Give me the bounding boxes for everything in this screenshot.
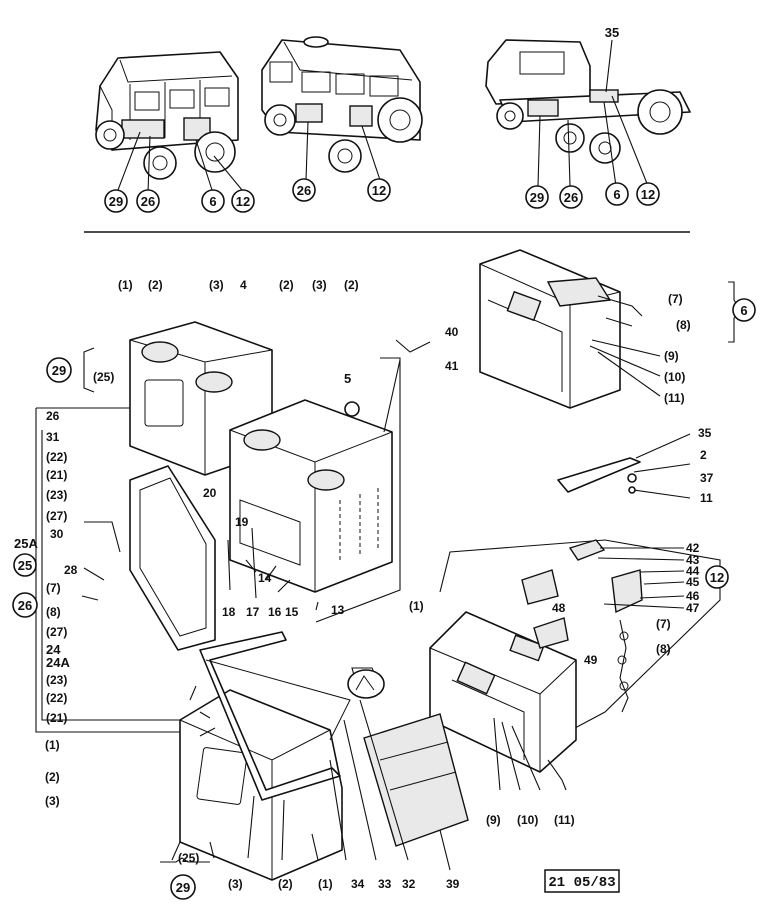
- callout-26: 26: [564, 190, 578, 205]
- left-box-group: 29 25 26 (1) (2) (3) 4 (2) (3) (2) 40 41…: [12, 278, 459, 733]
- label-8: (8): [656, 642, 671, 656]
- label-11: (11): [554, 813, 575, 827]
- label-32: 32: [402, 877, 416, 891]
- label-28: 28: [64, 563, 78, 577]
- label-2: 2: [700, 448, 707, 462]
- vehicle-1: 29 26 6 12: [95, 51, 255, 213]
- label-10: (10): [664, 370, 685, 384]
- label-7: (7): [668, 292, 683, 306]
- callout-25: 25: [18, 558, 32, 573]
- label-1: (1): [45, 738, 60, 752]
- label-22: (22): [46, 450, 67, 464]
- vehicle-3: 35 29 26 6 12: [485, 25, 691, 209]
- label-2: (2): [148, 278, 163, 292]
- label-30: 30: [50, 527, 64, 541]
- label-26: 26: [46, 409, 60, 423]
- label-5: 5: [344, 371, 351, 386]
- label-11b: 11: [700, 491, 713, 505]
- label-15: 15: [285, 605, 299, 619]
- label-20: 20: [203, 486, 217, 500]
- label-8: (8): [46, 605, 61, 619]
- label-45: 45: [686, 575, 700, 589]
- label-31: 31: [46, 430, 60, 444]
- label-9: (9): [664, 349, 679, 363]
- label-3b: (3): [228, 877, 243, 891]
- label-37: 37: [700, 471, 714, 485]
- label-3: (3): [209, 278, 224, 292]
- label-21: (21): [46, 468, 67, 482]
- callout-29: 29: [530, 190, 544, 205]
- callout-26: 26: [18, 598, 32, 613]
- label-35: 35: [605, 25, 619, 40]
- label-23b: (23): [46, 673, 67, 687]
- label-25: (25): [93, 370, 114, 384]
- label-17: 17: [246, 605, 260, 619]
- label-10: (10): [517, 813, 538, 827]
- label-46: 46: [686, 589, 700, 603]
- label-23: (23): [46, 488, 67, 502]
- label-9: (9): [486, 813, 501, 827]
- callout-29: 29: [176, 880, 190, 895]
- label-3: (3): [45, 794, 60, 808]
- callout-12: 12: [372, 183, 386, 198]
- date-stamp: 21 05/83: [544, 869, 620, 893]
- label-48: 48: [552, 601, 566, 615]
- vehicle-2: 26 12: [261, 36, 423, 202]
- label-42: 42: [686, 541, 700, 555]
- label-21b: (21): [46, 711, 67, 725]
- label-34: 34: [351, 877, 365, 891]
- label-7: (7): [46, 581, 61, 595]
- label-39: 39: [446, 877, 460, 891]
- label-18: 18: [222, 605, 236, 619]
- label-27b: (27): [46, 625, 67, 639]
- callout-26: 26: [141, 194, 155, 209]
- label-33: 33: [378, 877, 392, 891]
- label-27: (27): [46, 509, 67, 523]
- label-22b: (22): [46, 691, 67, 705]
- label-2: (2): [45, 770, 60, 784]
- callout-6: 6: [209, 194, 216, 209]
- label-14: 14: [258, 571, 272, 585]
- bracket-group-12: 12 42 43 44 45 46 47 48 49 (7) (8) (9) (…: [429, 539, 729, 827]
- stamp-text: 21 05/83: [548, 875, 615, 891]
- label-24: 24: [46, 642, 61, 657]
- callout-6: 6: [740, 303, 747, 318]
- label-41: 41: [445, 359, 459, 373]
- label-2b: (2): [278, 877, 293, 891]
- bracket-group-6: 6 (7) (8) (9) (10) (11) 35 2 37 11: [479, 249, 756, 505]
- callout-12: 12: [641, 187, 655, 202]
- label-44: 44: [686, 564, 700, 578]
- label-16: 16: [268, 605, 282, 619]
- label-40: 40: [445, 325, 459, 339]
- label-2c: (2): [344, 278, 359, 292]
- label-24A: 24A: [46, 655, 70, 670]
- callout-29: 29: [109, 194, 123, 209]
- label-49: 49: [584, 653, 598, 667]
- callout-6: 6: [613, 187, 620, 202]
- callout-12: 12: [710, 570, 724, 585]
- label-7: (7): [656, 617, 671, 631]
- label-8: (8): [676, 318, 691, 332]
- label-3b: (3): [312, 278, 327, 292]
- label-1b: (1): [409, 599, 424, 613]
- label-43: 43: [686, 553, 700, 567]
- label-2b: (2): [279, 278, 294, 292]
- label-1: (1): [118, 278, 133, 292]
- callout-29: 29: [52, 363, 66, 378]
- callout-12: 12: [236, 194, 250, 209]
- label-11: (11): [664, 391, 685, 405]
- bottom-box-group: 29 (25) (1) (2) (3) (3) (2) (1) 34 33 32…: [45, 631, 469, 900]
- label-13: 13: [331, 603, 345, 617]
- label-47: 47: [686, 601, 700, 615]
- label-4: 4: [240, 278, 247, 292]
- callout-26: 26: [297, 183, 311, 198]
- label-19: 19: [235, 515, 249, 529]
- label-25A: 25A: [14, 536, 38, 551]
- label-1b: (1): [318, 877, 333, 891]
- label-25: (25): [178, 851, 199, 865]
- label-35: 35: [698, 426, 712, 440]
